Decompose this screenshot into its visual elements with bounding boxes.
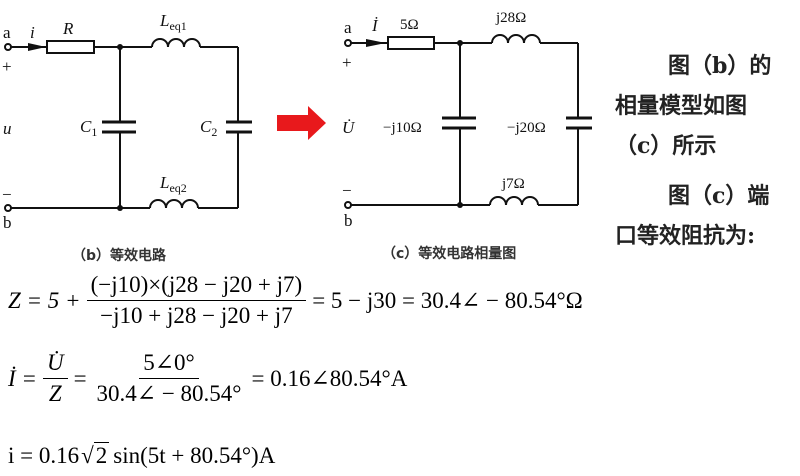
caption-c: （c）等效电路相量图 — [382, 246, 517, 262]
inductor2-label: Leq2 — [159, 173, 187, 195]
denominator: Z — [48, 381, 62, 406]
resistor-label: R — [62, 19, 74, 38]
eq-lhs: Z = 5 + — [8, 287, 81, 313]
cap2-label: C2 — [200, 117, 217, 139]
numerator: (−j10)×(j28 − j20 + j7) — [86, 272, 307, 301]
eq-lhs: İ = — [8, 365, 37, 391]
side-text-line: 口等效阻抗为: — [615, 223, 756, 249]
minus-label: − — [2, 185, 12, 204]
time-domain-equation: i = 0.16 √2 sin(5t + 80.54°)A — [8, 442, 276, 468]
side-text-line: 图（b）的 — [668, 53, 772, 79]
inductor1-label: j28Ω — [495, 10, 526, 26]
cap1-label: C1 — [80, 117, 97, 139]
circuit-diagrams: a + u − b i R Leq1 Leq2 C1 C2 a + U̇ − b… — [2, 10, 592, 232]
current-arrow-icon — [28, 43, 46, 51]
numerator: U̇ — [42, 350, 68, 379]
resistor-r — [46, 40, 95, 54]
voltage-phasor-label: U̇ — [342, 118, 356, 137]
fraction: U̇ Z — [42, 350, 68, 407]
resistor-label: 5Ω — [400, 17, 419, 33]
inductor2-label: j7Ω — [501, 176, 525, 192]
fraction: 5∠0° 30.4∠ − 80.54° — [93, 350, 246, 407]
inductor-leq2 — [149, 199, 199, 209]
sqrt-radicand: 2 — [93, 442, 110, 468]
numerator: 5∠0° — [139, 350, 199, 379]
denominator: −j10 + j28 − j20 + j7 — [100, 303, 293, 328]
denominator: 30.4∠ − 80.54° — [96, 381, 242, 406]
plus-label: + — [2, 57, 12, 76]
eq-rhs: sin(5t + 80.54°)A — [113, 442, 276, 468]
minus-label: − — [342, 181, 352, 200]
caption-b: （b）等效电路 — [72, 248, 167, 264]
eq-lhs: i = 0.16 — [8, 442, 80, 468]
cap1-label: −j10Ω — [383, 120, 422, 136]
fraction: (−j10)×(j28 − j20 + j7) −j10 + j28 − j20… — [86, 272, 307, 329]
terminal-a-label: a — [344, 18, 352, 37]
current-phasor-label: İ — [371, 16, 379, 35]
side-text-line: （c）所示 — [615, 133, 717, 159]
circuit-b-wires — [4, 38, 252, 212]
side-text-line: 相量模型如图 — [615, 93, 748, 119]
eq-rhs: = 5 − j30 = 30.4∠ − 80.54°Ω — [312, 287, 583, 313]
terminal-b-label: b — [3, 213, 12, 232]
inductor1-label: Leq1 — [159, 11, 187, 33]
voltage-label: u — [3, 119, 12, 138]
impedance-equation: Z = 5 + (−j10)×(j28 − j20 + j7) −j10 + j… — [8, 272, 583, 329]
right-arrow-icon — [277, 106, 326, 140]
cap2-label: −j20Ω — [507, 120, 546, 136]
current-arrow-icon — [366, 39, 386, 47]
side-text-line: 图（c）端 — [668, 183, 770, 209]
equals: = — [73, 365, 87, 391]
current-label: i — [30, 23, 35, 42]
terminal-a-label: a — [3, 23, 11, 42]
current-phasor-equation: İ = U̇ Z = 5∠0° 30.4∠ − 80.54° = 0.16∠80… — [8, 350, 407, 407]
terminal-b-label: b — [344, 211, 353, 230]
inductor-leq1 — [151, 38, 201, 48]
eq-rhs: = 0.16∠80.54°A — [251, 365, 408, 391]
plus-label: + — [342, 53, 352, 72]
